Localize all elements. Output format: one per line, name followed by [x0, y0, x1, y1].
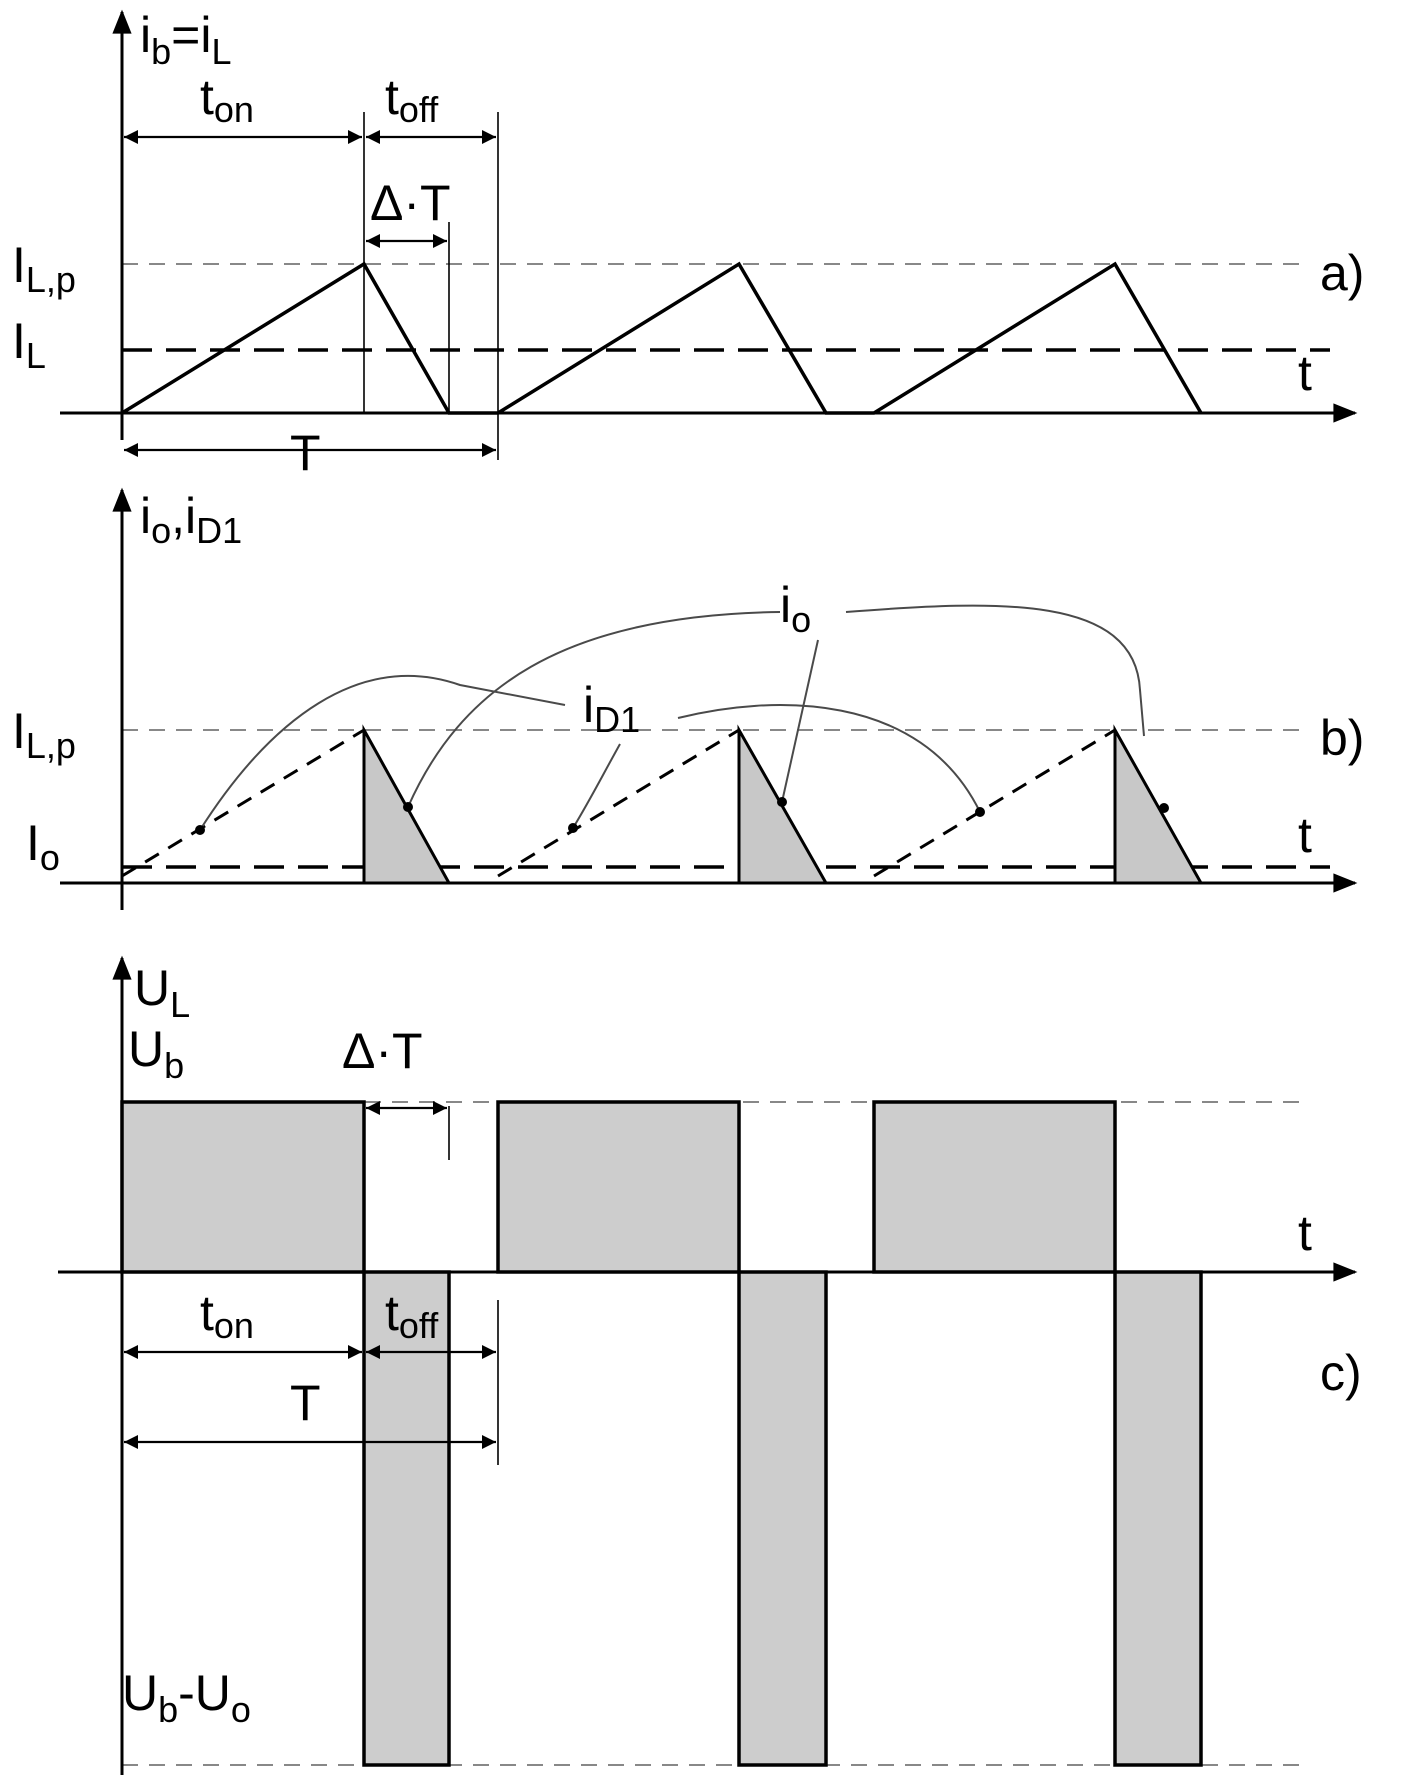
id1-leader	[572, 743, 621, 829]
ub-level-label: Ub	[128, 1021, 184, 1086]
panel-c-tag: c)	[1320, 1345, 1362, 1401]
io-leader	[781, 639, 819, 803]
rising-current-ramp	[121, 728, 365, 878]
time-axis-label: t	[1298, 807, 1312, 863]
id1-marker	[975, 807, 985, 817]
toff-label: toff	[385, 69, 439, 130]
panel-c: UL Ub Δ·T t ton toff T Ub-Uo c)	[58, 955, 1362, 1775]
io-callout-label: io	[780, 577, 811, 640]
positive-voltage-pulse	[872, 1100, 1117, 1274]
y-axis-label: ib=iL	[140, 7, 231, 72]
id1-callout-label: iD1	[583, 677, 640, 740]
panel-a-tag: a)	[1320, 245, 1364, 301]
id1-marker	[568, 823, 578, 833]
positive-voltage-pulse	[496, 1100, 741, 1274]
io-marker	[777, 797, 787, 807]
io-marker	[1159, 803, 1169, 813]
peak-level-label: IL,p	[12, 703, 76, 766]
inductor-current-waveform	[121, 261, 1203, 415]
id1-leader	[677, 704, 981, 813]
io-leader	[407, 611, 781, 808]
rising-current-ramp	[873, 728, 1116, 878]
ton-label: ton	[200, 69, 254, 130]
negative-voltage-pulse	[1113, 1270, 1203, 1767]
time-axis-label: t	[1298, 1205, 1312, 1261]
ub-uo-level-label: Ub-Uo	[122, 1665, 251, 1730]
y-axis-label: io,iD1	[140, 488, 242, 551]
delta-t-label: Δ·T	[342, 1023, 423, 1079]
y-axis-label: UL	[134, 960, 190, 1025]
delta-t-label: Δ·T	[370, 175, 451, 231]
panel-b-tag: b)	[1320, 710, 1364, 766]
peak-level-label: IL,p	[12, 237, 76, 300]
toff-label: toff	[385, 1285, 439, 1346]
positive-voltage-pulse	[120, 1100, 366, 1274]
period-label: T	[290, 425, 321, 481]
ton-label: ton	[200, 1285, 254, 1346]
rising-current-ramp	[497, 728, 740, 878]
output-level-label: Io	[26, 815, 60, 878]
period-label: T	[290, 1375, 321, 1431]
time-axis-label: t	[1298, 345, 1312, 401]
io-leader	[845, 604, 1145, 737]
negative-voltage-pulse	[737, 1270, 828, 1767]
panel-a: ib=iL ton toff Δ·T T IL,p IL t a)	[12, 7, 1364, 481]
diode-current-area	[1113, 724, 1204, 885]
average-level-label: IL	[12, 313, 46, 376]
id1-marker	[195, 825, 205, 835]
panel-b: io,iD1 io iD1 IL,p Io t b)	[12, 487, 1364, 910]
id1-leader	[199, 675, 566, 831]
io-marker	[403, 802, 413, 812]
